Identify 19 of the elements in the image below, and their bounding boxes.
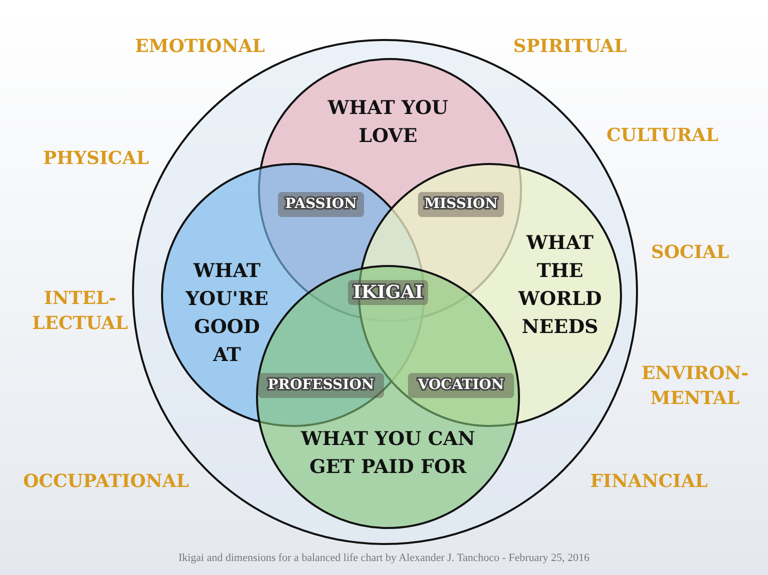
circle-label: WHAT THE WORLD NEEDS	[517, 231, 603, 340]
dimension-label: SOCIAL	[650, 241, 730, 265]
dimension-label: OCCUPATIONAL	[22, 470, 190, 494]
circle-label: WHAT YOU CAN GET PAID FOR	[300, 427, 476, 480]
dimension-label: PHYSICAL	[42, 147, 150, 171]
dimension-label: FINANCIAL	[589, 470, 709, 494]
overlap-label: PROFESSION	[258, 373, 384, 398]
overlap-label: MISSION	[418, 192, 504, 217]
dimension-label: EMOTIONAL	[134, 35, 266, 59]
circle-label: WHAT YOU LOVE	[326, 96, 450, 149]
circle-label: WHAT YOU'RE GOOD AT	[184, 259, 270, 368]
dimension-label: INTEL- LECTUAL	[31, 287, 129, 336]
overlap-label: PASSION	[278, 192, 364, 217]
overlap-label: IKIGAI	[348, 280, 428, 305]
dimension-label: ENVIRON- MENTAL	[640, 362, 750, 411]
dimension-label: SPIRITUAL	[512, 35, 628, 59]
overlap-label: VOCATION	[408, 373, 514, 398]
caption: Ikigai and dimensions for a balanced life chart by Alexander J. Tanchoco - February 25, 2016	[177, 552, 591, 564]
dimension-label: CULTURAL	[606, 124, 720, 148]
